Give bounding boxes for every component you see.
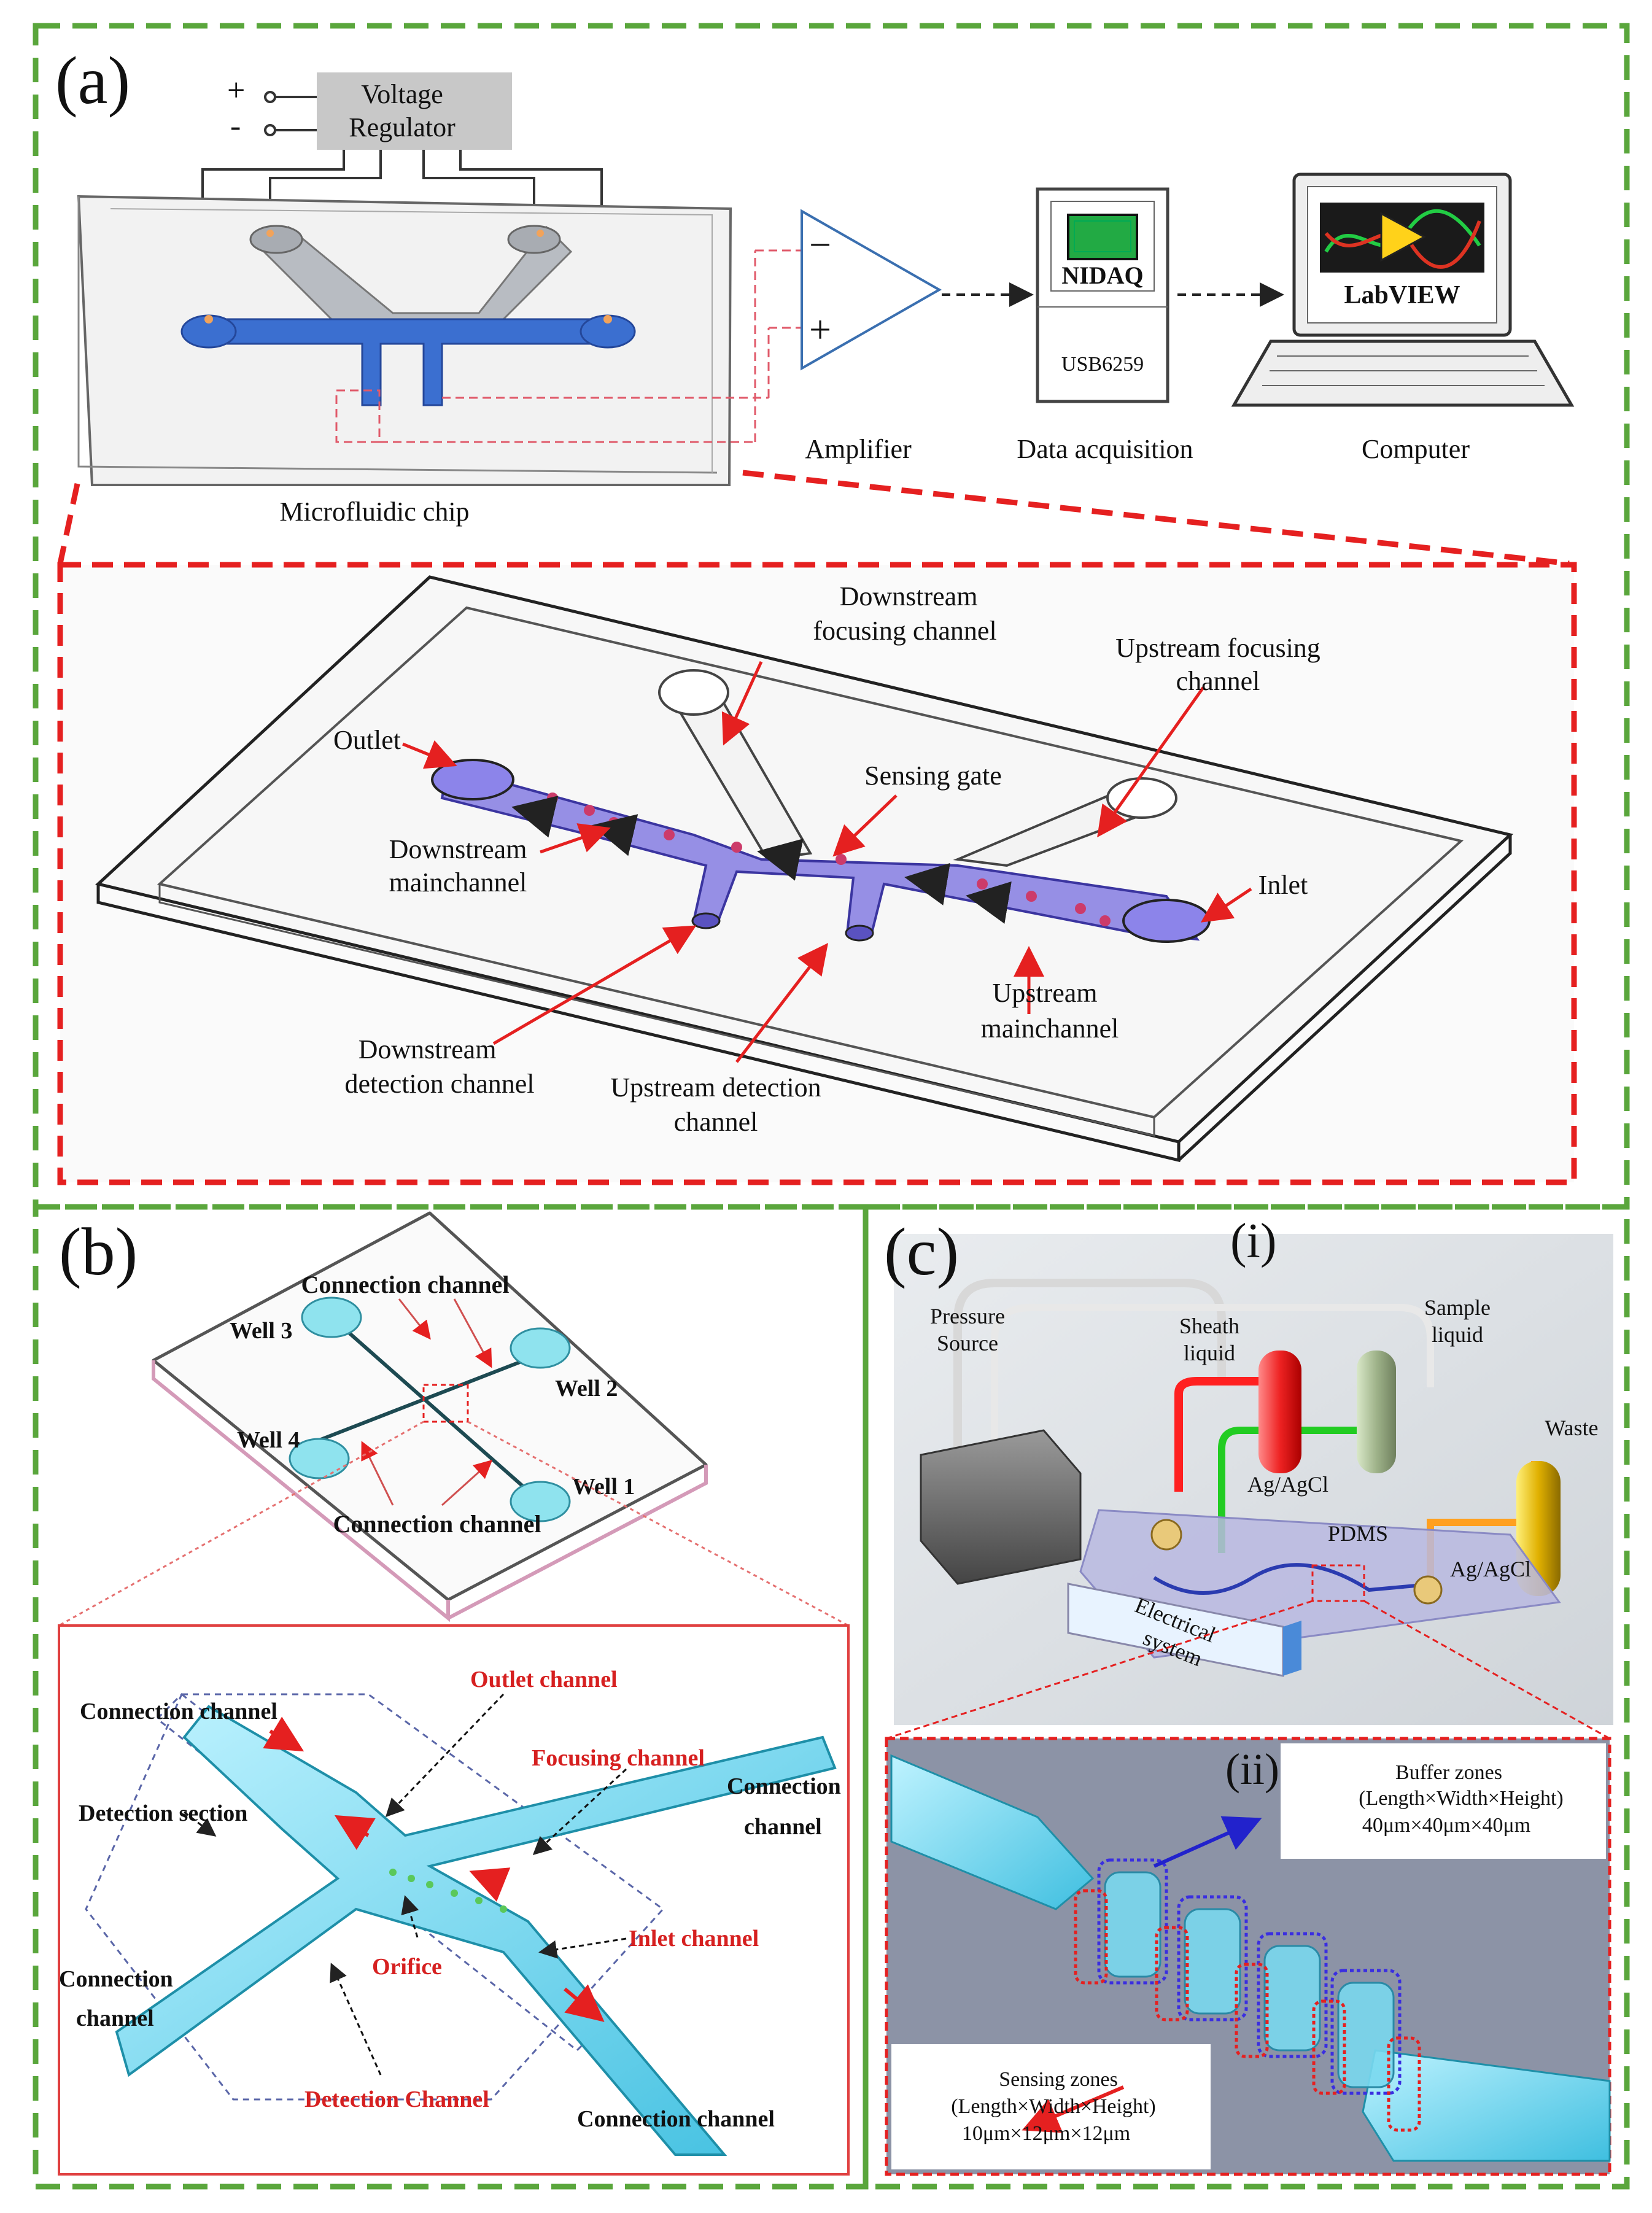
label-upstream-main-2: mainchannel xyxy=(981,1013,1119,1044)
label-c-sheath-2: liquid xyxy=(1184,1341,1235,1365)
voltage-regulator-label-1: Voltage xyxy=(361,79,443,109)
buffer-label-2: (Length×Width×Height) xyxy=(1359,1787,1563,1810)
label-upstream-focusing-1: Upstream focusing xyxy=(1115,633,1320,663)
zone-channel-c xyxy=(890,1754,1611,2162)
label-downstream-main-1: Downstream xyxy=(389,834,527,864)
setup-3d xyxy=(920,1279,1561,1677)
zoom-line-b-right xyxy=(467,1420,849,1627)
daq-model: USB6259 xyxy=(1061,353,1144,376)
caption-data-acquisition: Data acquisition xyxy=(1017,434,1193,464)
label-sensing-gate: Sensing gate xyxy=(864,761,1002,791)
zoom-line-left xyxy=(57,483,80,564)
label-b-connection-br: Connection channel xyxy=(577,2106,775,2132)
amplifier-plus: + xyxy=(809,308,831,351)
label-b-connection-r-1: Connection xyxy=(727,1773,841,1799)
label-c-agagcl-2: Ag/AgCl xyxy=(1450,1557,1531,1581)
buffer-label-1: Buffer zones xyxy=(1395,1761,1502,1784)
zoom-line-b-left xyxy=(58,1420,424,1627)
label-well-3: Well 3 xyxy=(230,1318,292,1344)
label-b-outlet: Outlet channel xyxy=(470,1667,618,1692)
label-b-connection-r-2: channel xyxy=(744,1814,822,1840)
caption-amplifier: Amplifier xyxy=(805,434,912,464)
detail-chip-a xyxy=(95,575,1514,1163)
laptop-computer xyxy=(1231,172,1575,407)
label-b-inlet: Inlet channel xyxy=(629,1926,759,1951)
label-well-4: Well 4 xyxy=(237,1427,300,1453)
label-downstream-main-2: mainchannel xyxy=(389,867,527,897)
amplifier-minus: − xyxy=(809,223,831,266)
panel-c-border xyxy=(863,1204,1630,2190)
panel-c-sub-i: (i) xyxy=(1230,1214,1277,1268)
zoom-line-c-left xyxy=(886,1600,1313,1740)
annotation-arrows-b-detail xyxy=(184,1693,627,2075)
panel-b-border xyxy=(33,1204,869,2190)
caption-microfluidic-chip: Microfluidic chip xyxy=(279,497,469,527)
buffer-info-box xyxy=(1281,1743,1606,1859)
panel-c-label: (c) xyxy=(884,1214,959,1289)
sensing-label-1: Sensing zones xyxy=(999,2068,1118,2091)
label-downstream-focusing-1: Downstream xyxy=(840,581,978,611)
label-downstream-focusing-2: focusing channel xyxy=(813,616,996,646)
plus-terminal-label: + xyxy=(227,73,245,108)
sensing-label-2: (Length×Width×Height) xyxy=(951,2095,1155,2118)
label-well-1: Well 1 xyxy=(572,1474,635,1500)
annotation-arrows-a xyxy=(402,661,1252,1063)
detail-chip-b xyxy=(85,1692,837,2156)
zoom-line-c-right xyxy=(1363,1600,1610,1740)
microfluidic-chip xyxy=(77,195,732,486)
label-upstream-detection-2: channel xyxy=(674,1107,758,1137)
label-upstream-detection-1: Upstream detection xyxy=(610,1072,821,1103)
label-c-pressure-2: Source xyxy=(937,1331,998,1355)
label-upstream-main-1: Upstream xyxy=(992,978,1097,1008)
minus-terminal-label: - xyxy=(230,109,241,144)
label-b-detection-channel: Detection Channel xyxy=(304,2087,489,2112)
panel-b-label: (b) xyxy=(59,1214,138,1289)
label-downstream-detection-2: detection channel xyxy=(344,1069,534,1099)
label-c-sample-1: Sample xyxy=(1424,1295,1491,1320)
caption-computer: Computer xyxy=(1362,434,1470,464)
daq-brand: NIDAQ xyxy=(1061,262,1143,289)
annotation-arrows-b-top xyxy=(361,1298,493,1506)
amplifier-triangle xyxy=(801,209,942,371)
voltage-regulator-box xyxy=(317,72,512,150)
panel-a-label: (a) xyxy=(55,43,130,118)
sensing-label-3: 10μm×12μm×12μm xyxy=(962,2122,1130,2145)
panel-a-border xyxy=(33,23,1630,1210)
screen-brand: LabVIEW xyxy=(1344,281,1460,309)
label-b-connection-l-1: Connection xyxy=(59,1966,173,1992)
label-b-detection-section: Detection section xyxy=(79,1800,247,1826)
label-c-sample-2: liquid xyxy=(1432,1322,1483,1347)
label-connection-channel-top: Connection channel xyxy=(301,1271,510,1298)
panel-c-sub-ii: (ii) xyxy=(1225,1745,1279,1794)
label-downstream-detection-1: Downstream xyxy=(359,1034,497,1064)
label-c-pressure-1: Pressure xyxy=(930,1304,1005,1328)
label-outlet: Outlet xyxy=(333,725,401,755)
chip-b xyxy=(152,1211,708,1622)
label-b-connection-l-2: channel xyxy=(76,2006,154,2031)
label-c-agagcl-1: Ag/AgCl xyxy=(1247,1472,1328,1497)
label-c-waste: Waste xyxy=(1545,1416,1598,1440)
label-connection-channel-bottom: Connection channel xyxy=(333,1510,541,1538)
label-b-orifice: Orifice xyxy=(372,1954,442,1980)
label-inlet: Inlet xyxy=(1258,870,1308,900)
buffer-label-3: 40μm×40μm×40μm xyxy=(1362,1814,1530,1837)
label-c-sheath-1: Sheath xyxy=(1179,1314,1239,1338)
label-b-focusing: Focusing channel xyxy=(532,1745,705,1771)
label-c-pdms: PDMS xyxy=(1328,1521,1388,1546)
zoom-line-right xyxy=(742,470,1570,567)
label-b-connection-tl: Connection channel xyxy=(80,1699,277,1724)
voltage-regulator-label-2: Regulator xyxy=(349,112,456,142)
daq-device xyxy=(1036,187,1169,403)
label-upstream-focusing-2: channel xyxy=(1176,666,1260,696)
label-well-2: Well 2 xyxy=(555,1376,618,1401)
